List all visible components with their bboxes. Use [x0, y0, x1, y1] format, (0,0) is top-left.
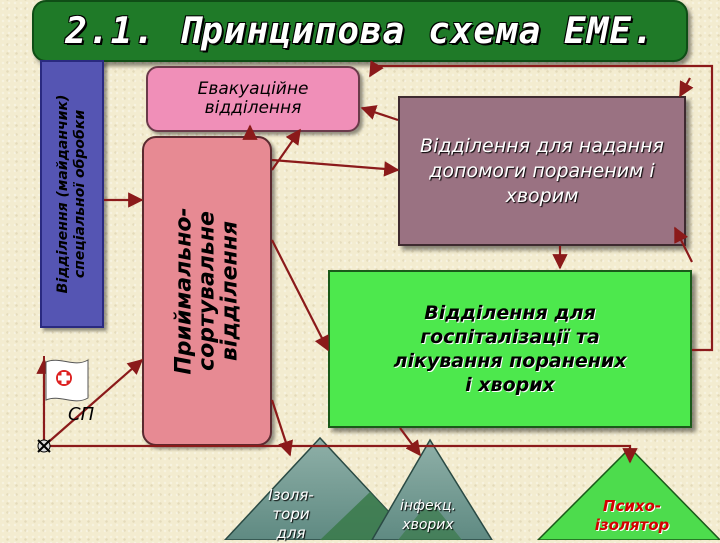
- arrow-top-to-care: [679, 77, 694, 98]
- hospital-line-4: і хворих: [465, 374, 555, 396]
- arrow-sp-to-psycho: [44, 444, 638, 464]
- sp-label: СП: [68, 404, 95, 425]
- evacuation-department: Евакуаційне відділення: [146, 66, 360, 132]
- evacuation-line-1: Евакуаційне: [197, 79, 309, 99]
- special-treatment-department: Відділення (майданчик) спеціальної оброб…: [40, 60, 104, 328]
- title-banner: 2.1. Принципова схема ЕМЕ.: [32, 0, 688, 62]
- care-line-3: хворим: [505, 184, 579, 207]
- arrow-hosp-to-infectious: [399, 427, 421, 457]
- infectious-line-1: інфекц.: [399, 498, 457, 514]
- infectious-line-2: хворих: [402, 517, 454, 533]
- infectious-inner-shade: [398, 500, 462, 540]
- psycho-line-2: ізолятор: [594, 516, 670, 534]
- hospital-line-2: госпіталізації та: [420, 326, 600, 348]
- arrow-sp-to-receiving: [43, 358, 144, 447]
- first-aid-flag-icon: [43, 356, 89, 446]
- infectious-label: інфекц. хворих: [388, 497, 468, 535]
- isolators-line-3: для: [276, 524, 306, 542]
- care-line-1: Відділення для надання: [420, 134, 664, 157]
- isolators-label: Ізоля- тори для: [262, 486, 320, 543]
- care-line-2: допомоги пораненим і: [429, 159, 655, 182]
- hospital-line-3: лікування поранених: [393, 350, 627, 372]
- hospital-department: Відділення для госпіталізації та лікуван…: [328, 270, 692, 428]
- arrow-receiving-to-care: [271, 158, 400, 177]
- psycho-label: Психо- ізолятор: [586, 497, 678, 535]
- loop-right-to-evac: [369, 60, 714, 352]
- infectious-triangle: [371, 438, 493, 540]
- origin-x-icon: [37, 439, 51, 453]
- arrow-hosp-to-care: [674, 226, 693, 263]
- psycho-triangle: [536, 446, 720, 540]
- isolators-line-2: тори: [272, 505, 310, 523]
- arrow-recv-to-evac-top: [271, 128, 301, 171]
- care-department: Відділення для надання допомоги поранени…: [398, 96, 686, 246]
- diagram-title: 2.1. Принципова схема ЕМЕ.: [65, 10, 655, 52]
- arrow-care-to-evac: [360, 105, 399, 122]
- evacuation-line-2: відділення: [204, 98, 302, 118]
- hospital-line-1: Відділення для: [424, 302, 596, 324]
- arrow-receiving-to-hosp: [271, 239, 329, 352]
- receiving-sorting-department: Приймально- сортувальне відділення: [142, 136, 272, 446]
- isolators-line-1: Ізоля-: [268, 486, 314, 504]
- psycho-line-1: Психо-: [602, 497, 662, 515]
